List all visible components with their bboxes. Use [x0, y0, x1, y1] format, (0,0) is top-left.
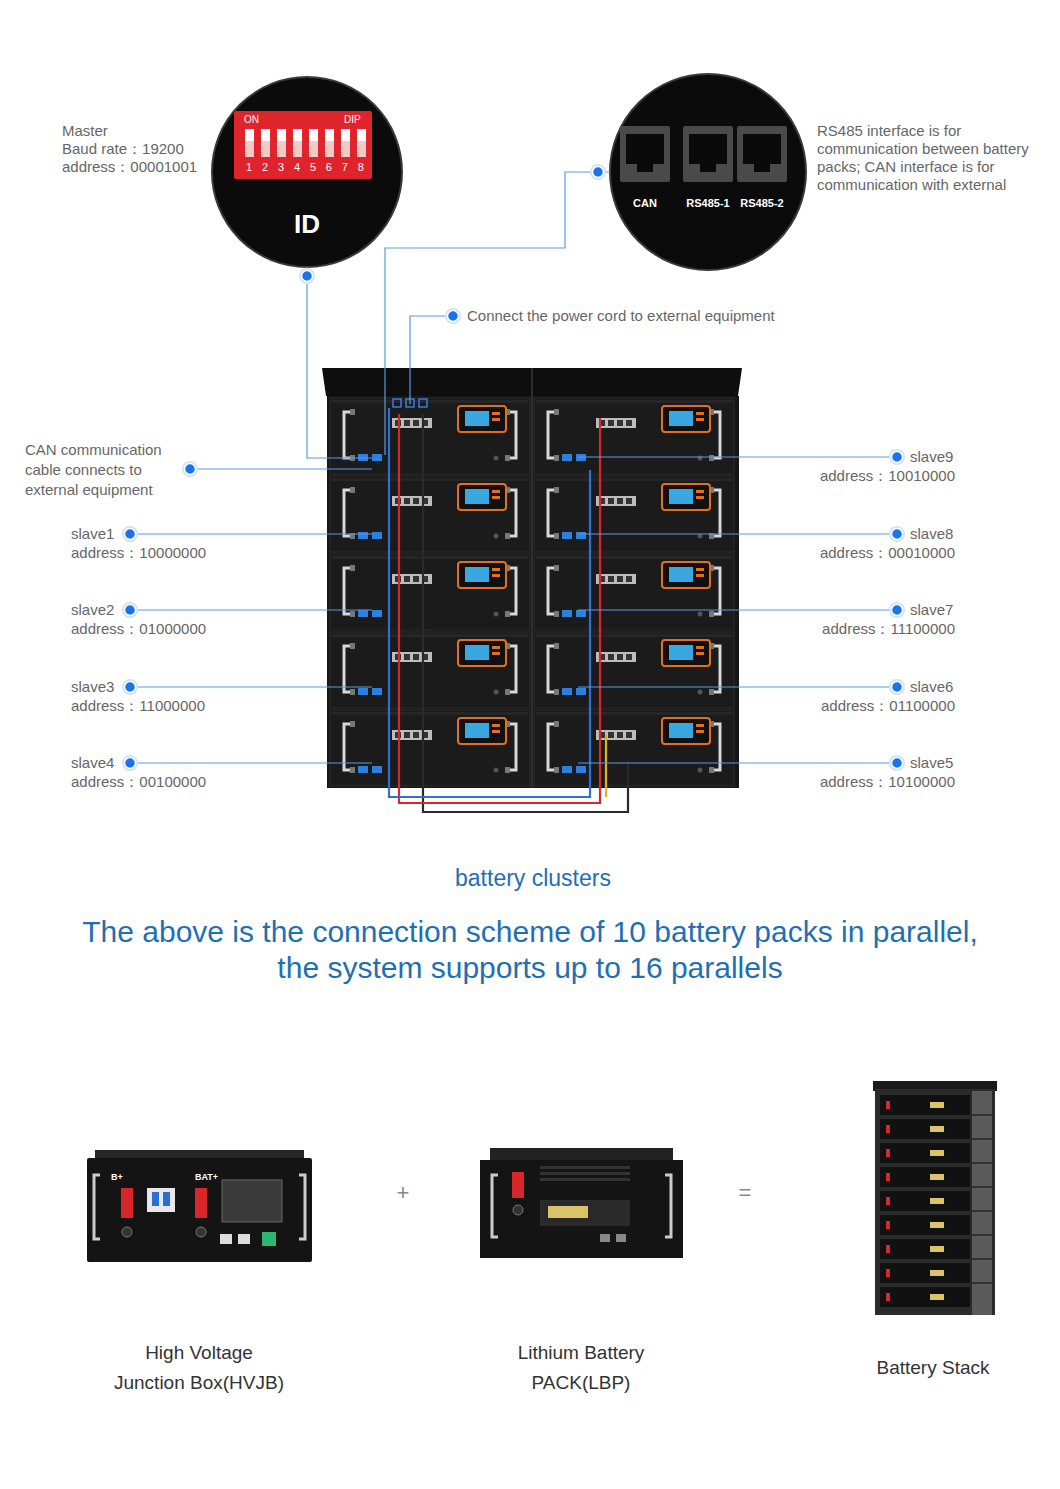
- address-label: address：11100000: [822, 620, 955, 638]
- product-caption: High Voltage Junction Box(HVJB): [110, 1338, 288, 1398]
- slave-label: slave7: [910, 601, 953, 619]
- slave-label: slave3: [71, 678, 114, 696]
- product-caption: Lithium Battery PACK(LBP): [496, 1338, 666, 1398]
- slave-label: slave1: [71, 525, 114, 543]
- port-zoom: CAN RS485-1 RS485-2: [610, 74, 806, 270]
- address-label: address：00100000: [71, 773, 206, 791]
- address-label: address：10100000: [820, 773, 955, 791]
- battery-stack-art: [873, 1081, 997, 1315]
- leader-line: [307, 267, 327, 458]
- port-art: [610, 74, 806, 270]
- switch-numbers: 1 2 3 4 5 6 7 8: [246, 161, 367, 174]
- battery-cabinet-art: [322, 368, 742, 788]
- cabinet-heading: battery clusters: [455, 864, 611, 892]
- slave-label: slave4: [71, 754, 114, 772]
- switch-marking: ON: [244, 114, 259, 126]
- address-label: address：10000000: [71, 544, 206, 562]
- leader-lines: [130, 316, 897, 763]
- address-label: address：00010000: [820, 544, 955, 562]
- slave-label: slave6: [910, 678, 953, 696]
- address-label: address：10010000: [820, 467, 955, 485]
- operator-symbol: =: [739, 1180, 752, 1206]
- interface-note: RS485 interface is for communication bet…: [817, 122, 1032, 194]
- dip-switch-art: [212, 77, 402, 267]
- switch-marking: DIP: [344, 114, 361, 126]
- callout-label: CAN communication cable connects to exte…: [25, 440, 175, 500]
- address-label: address：01100000: [821, 697, 955, 715]
- terminal-marking: BAT+: [195, 1172, 218, 1183]
- battery-pack-photo: Lithium Battery PACK(LBP): [480, 1148, 683, 1260]
- battery-cabinet: battery clusters: [327, 368, 739, 786]
- dip-switch-zoom: ON DIP 1 2 3 4 5 6 7 8 ID: [212, 77, 402, 267]
- slave-label: slave9: [910, 448, 953, 466]
- port-label: RS485-2: [740, 197, 783, 210]
- id-label: ID: [294, 209, 320, 240]
- master-label: address：00001001: [62, 158, 197, 176]
- battery-stack-photo: Battery Stack: [875, 1083, 995, 1315]
- junction-box-photo: B+BAT+High Voltage Junction Box(HVJB): [87, 1150, 312, 1262]
- address-label: address：01000000: [71, 620, 206, 638]
- address-label: address：11000000: [71, 697, 205, 715]
- operator-symbol: +: [397, 1180, 410, 1206]
- leader-line: [385, 172, 610, 368]
- slave-label: slave2: [71, 601, 114, 619]
- slave-label: slave8: [910, 525, 953, 543]
- port-label: RS485-1: [686, 197, 729, 210]
- caption: The above is the connection scheme of 10…: [75, 914, 985, 986]
- product-caption: Battery Stack: [877, 1353, 990, 1383]
- master-label: Baud rate：19200: [62, 140, 184, 158]
- junction-box-art: [87, 1150, 312, 1262]
- master-label: Master: [62, 122, 108, 140]
- power-wires: [389, 399, 628, 812]
- port-label: CAN: [633, 197, 657, 210]
- callout-label: Connect the power cord to external equip…: [467, 307, 775, 325]
- battery-pack-art: [480, 1148, 683, 1258]
- slave-label: slave5: [910, 754, 953, 772]
- terminal-marking: B+: [111, 1172, 123, 1183]
